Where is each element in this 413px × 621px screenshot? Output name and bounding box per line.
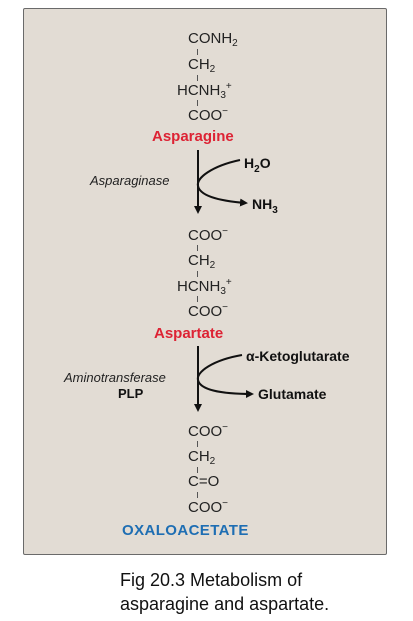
bond <box>197 75 198 81</box>
bond <box>197 100 198 106</box>
bond <box>197 441 198 447</box>
oxaloacetate-name: OXALOACETATE <box>122 522 249 539</box>
diagram-panel <box>23 8 387 555</box>
asparagine-carbon-2: CH2 <box>188 56 216 75</box>
aspartate-name: Aspartate <box>154 325 224 342</box>
bond <box>197 245 198 251</box>
aspartate-carbon-1: COO− <box>188 226 229 244</box>
asparagine-carbon-4: COO− <box>188 106 229 124</box>
bond <box>197 296 198 302</box>
oxaloacetate-carbon-2: CH2 <box>188 448 216 467</box>
bond <box>197 467 198 473</box>
ammonia-label: NH3 <box>252 196 278 216</box>
asparaginase-enzyme: Asparaginase <box>90 173 170 188</box>
asparagine-carbon-1: CONH2 <box>188 30 238 49</box>
glutamate-label: Glutamate <box>258 386 327 402</box>
oxaloacetate-carbon-1: COO− <box>188 422 229 440</box>
step2-curve-arrow <box>196 354 254 398</box>
oxaloacetate-carbon-3: C=O <box>188 473 220 490</box>
caption-line-2: asparagine and aspartate. <box>120 594 330 614</box>
aminotransferase-enzyme: Aminotransferase <box>64 370 166 385</box>
plp-cofactor: PLP <box>118 386 144 401</box>
bond <box>197 271 198 277</box>
asparagine-name: Asparagine <box>152 128 234 145</box>
bond <box>197 49 198 55</box>
caption-line-1: Fig 20.3 Metabolism of <box>120 570 303 590</box>
oxaloacetate-carbon-4: COO− <box>188 498 229 516</box>
aspartate-carbon-2: CH2 <box>188 252 216 271</box>
water-label: H2O <box>244 155 271 175</box>
step1-curve-arrow <box>196 159 248 207</box>
alpha-ketoglutarate-label: α-Ketoglutarate <box>246 348 350 364</box>
aspartate-carbon-3: HCNH3+ <box>177 277 232 297</box>
bond <box>197 492 198 498</box>
aspartate-carbon-4: COO− <box>188 302 229 320</box>
figure-caption: Fig 20.3 Metabolism of asparagine and as… <box>120 568 329 616</box>
asparagine-carbon-3: HCNH3+ <box>177 81 232 101</box>
